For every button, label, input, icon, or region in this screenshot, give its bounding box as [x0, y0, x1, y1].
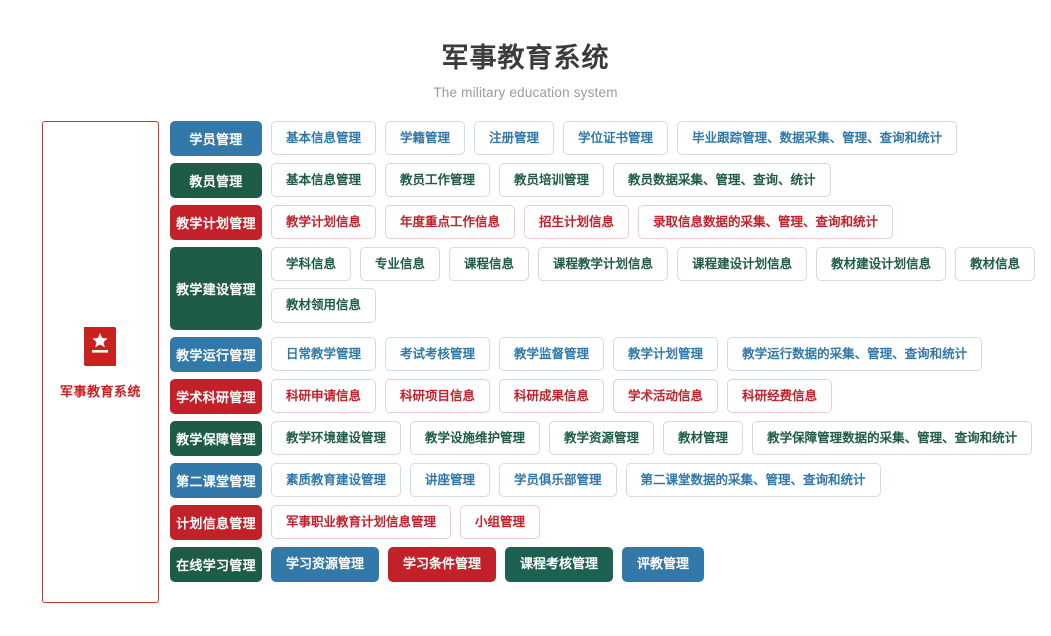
module-row: 教学保障管理教学环境建设管理教学设施维护管理教学资源管理教材管理教学保障管理数据…	[170, 420, 1051, 456]
module-item-button[interactable]: 军事职业教育计划信息管理	[271, 504, 452, 540]
module-row-items: 基本信息管理教员工作管理教员培训管理教员数据采集、管理、查询、统计	[271, 163, 840, 198]
module-rows: 学员管理基本信息管理学籍管理注册管理学位证书管理毕业跟踪管理、数据采集、管理、查…	[170, 121, 1051, 589]
module-item-button[interactable]: 学科信息	[271, 247, 352, 282]
module-item-button[interactable]: 教员数据采集、管理、查询、统计	[613, 163, 831, 198]
module-item-button[interactable]: 考试考核管理	[385, 336, 491, 372]
module-row: 学员管理基本信息管理学籍管理注册管理学位证书管理毕业跟踪管理、数据采集、管理、查…	[170, 121, 1051, 156]
module-item-button[interactable]: 科研经费信息	[727, 378, 833, 414]
module-item-button[interactable]: 学习资源管理	[271, 546, 380, 582]
module-row-items: 军事职业教育计划信息管理小组管理	[271, 504, 549, 540]
module-row: 计划信息管理军事职业教育计划信息管理小组管理	[170, 504, 1051, 540]
module-item-button[interactable]: 学籍管理	[385, 121, 466, 156]
module-item-button[interactable]: 教学计划信息	[271, 205, 377, 240]
module-item-button[interactable]: 课程信息	[449, 247, 530, 282]
module-item-button[interactable]: 教学运行数据的采集、管理、查询和统计	[727, 336, 983, 372]
book-star-icon	[80, 325, 122, 374]
module-item-button[interactable]: 课程建设计划信息	[677, 247, 808, 282]
module-item-button[interactable]: 教材建设计划信息	[816, 247, 947, 282]
module-item-button[interactable]: 教学设施维护管理	[410, 420, 541, 456]
module-item-button[interactable]: 毕业跟踪管理、数据采集、管理、查询和统计	[677, 121, 958, 156]
sidebar-brand-panel[interactable]: 军事教育系统	[42, 121, 159, 603]
module-item-button[interactable]: 注册管理	[474, 121, 555, 156]
module-item-button[interactable]: 学习条件管理	[388, 546, 497, 582]
module-item-button[interactable]: 招生计划信息	[524, 205, 630, 240]
module-item-button[interactable]: 小组管理	[460, 504, 541, 540]
module-row-label[interactable]: 教学计划管理	[170, 205, 262, 240]
module-item-button[interactable]: 讲座管理	[410, 462, 491, 498]
module-item-button[interactable]: 评教管理	[622, 546, 705, 582]
page-subtitle: The military education system	[433, 85, 618, 100]
module-item-button[interactable]: 教材信息	[955, 247, 1036, 282]
module-item-button[interactable]: 专业信息	[360, 247, 441, 282]
module-row-items: 素质教育建设管理讲座管理学员俱乐部管理第二课堂数据的采集、管理、查询和统计	[271, 462, 890, 498]
module-row: 教学计划管理教学计划信息年度重点工作信息招生计划信息录取信息数据的采集、管理、查…	[170, 205, 1051, 240]
module-item-button[interactable]: 基本信息管理	[271, 163, 377, 198]
module-item-button[interactable]: 教材管理	[663, 420, 744, 456]
module-row-items: 基本信息管理学籍管理注册管理学位证书管理毕业跟踪管理、数据采集、管理、查询和统计	[271, 121, 966, 156]
module-row-label[interactable]: 在线学习管理	[170, 546, 262, 582]
module-row-items: 日常教学管理考试考核管理教学监督管理教学计划管理教学运行数据的采集、管理、查询和…	[271, 336, 991, 372]
content-area: 军事教育系统 学员管理基本信息管理学籍管理注册管理学位证书管理毕业跟踪管理、数据…	[0, 100, 1051, 603]
module-row-label[interactable]: 第二课堂管理	[170, 462, 262, 498]
module-item-button[interactable]: 教员培训管理	[499, 163, 605, 198]
module-item-button[interactable]: 课程教学计划信息	[538, 247, 669, 282]
module-item-button[interactable]: 素质教育建设管理	[271, 462, 402, 498]
module-item-button[interactable]: 年度重点工作信息	[385, 205, 516, 240]
module-item-button[interactable]: 教学监督管理	[499, 336, 605, 372]
module-row-label[interactable]: 教学运行管理	[170, 336, 262, 372]
module-item-button[interactable]: 教学环境建设管理	[271, 420, 402, 456]
module-row-items: 教学计划信息年度重点工作信息招生计划信息录取信息数据的采集、管理、查询和统计	[271, 205, 902, 240]
module-row-items: 教学环境建设管理教学设施维护管理教学资源管理教材管理教学保障管理数据的采集、管理…	[271, 420, 1041, 456]
module-item-button[interactable]: 日常教学管理	[271, 336, 377, 372]
module-row-label[interactable]: 学术科研管理	[170, 378, 262, 414]
module-item-button[interactable]: 教学资源管理	[549, 420, 655, 456]
module-row: 第二课堂管理素质教育建设管理讲座管理学员俱乐部管理第二课堂数据的采集、管理、查询…	[170, 462, 1051, 498]
module-row-label[interactable]: 学员管理	[170, 121, 262, 156]
module-row: 教学运行管理日常教学管理考试考核管理教学监督管理教学计划管理教学运行数据的采集、…	[170, 336, 1051, 372]
module-item-button[interactable]: 录取信息数据的采集、管理、查询和统计	[638, 205, 894, 240]
module-row-items: 学习资源管理学习条件管理课程考核管理评教管理	[271, 546, 713, 582]
module-item-button[interactable]: 科研成果信息	[499, 378, 605, 414]
module-item-button[interactable]: 教员工作管理	[385, 163, 491, 198]
module-item-button[interactable]: 科研申请信息	[271, 378, 377, 414]
module-row-items: 学科信息专业信息课程信息课程教学计划信息课程建设计划信息教材建设计划信息教材信息…	[271, 247, 1051, 330]
module-item-button[interactable]: 学位证书管理	[563, 121, 669, 156]
module-item-button[interactable]: 教材领用信息	[271, 288, 377, 323]
module-item-button[interactable]: 课程考核管理	[505, 546, 614, 582]
module-item-button[interactable]: 科研项目信息	[385, 378, 491, 414]
module-row: 学术科研管理科研申请信息科研项目信息科研成果信息学术活动信息科研经费信息	[170, 378, 1051, 414]
module-item-button[interactable]: 第二课堂数据的采集、管理、查询和统计	[625, 462, 881, 498]
module-row: 教员管理基本信息管理教员工作管理教员培训管理教员数据采集、管理、查询、统计	[170, 163, 1051, 198]
page-header: 军事教育系统 The military education system	[0, 0, 1051, 100]
module-item-button[interactable]: 教学计划管理	[613, 336, 719, 372]
module-item-button[interactable]: 教学保障管理数据的采集、管理、查询和统计	[752, 420, 1033, 456]
module-item-button[interactable]: 基本信息管理	[271, 121, 377, 156]
page-title: 军事教育系统	[441, 43, 610, 73]
module-row: 教学建设管理学科信息专业信息课程信息课程教学计划信息课程建设计划信息教材建设计划…	[170, 247, 1051, 330]
module-item-button[interactable]: 学员俱乐部管理	[499, 462, 617, 498]
module-row-label[interactable]: 计划信息管理	[170, 504, 262, 540]
module-item-button[interactable]: 学术活动信息	[613, 378, 719, 414]
module-row-label[interactable]: 教学建设管理	[170, 247, 262, 330]
module-row-items: 科研申请信息科研项目信息科研成果信息学术活动信息科研经费信息	[271, 378, 841, 414]
module-row: 在线学习管理学习资源管理学习条件管理课程考核管理评教管理	[170, 546, 1051, 582]
module-row-label[interactable]: 教员管理	[170, 163, 262, 198]
module-row-label[interactable]: 教学保障管理	[170, 420, 262, 456]
sidebar-brand-label: 军事教育系统	[59, 383, 141, 399]
